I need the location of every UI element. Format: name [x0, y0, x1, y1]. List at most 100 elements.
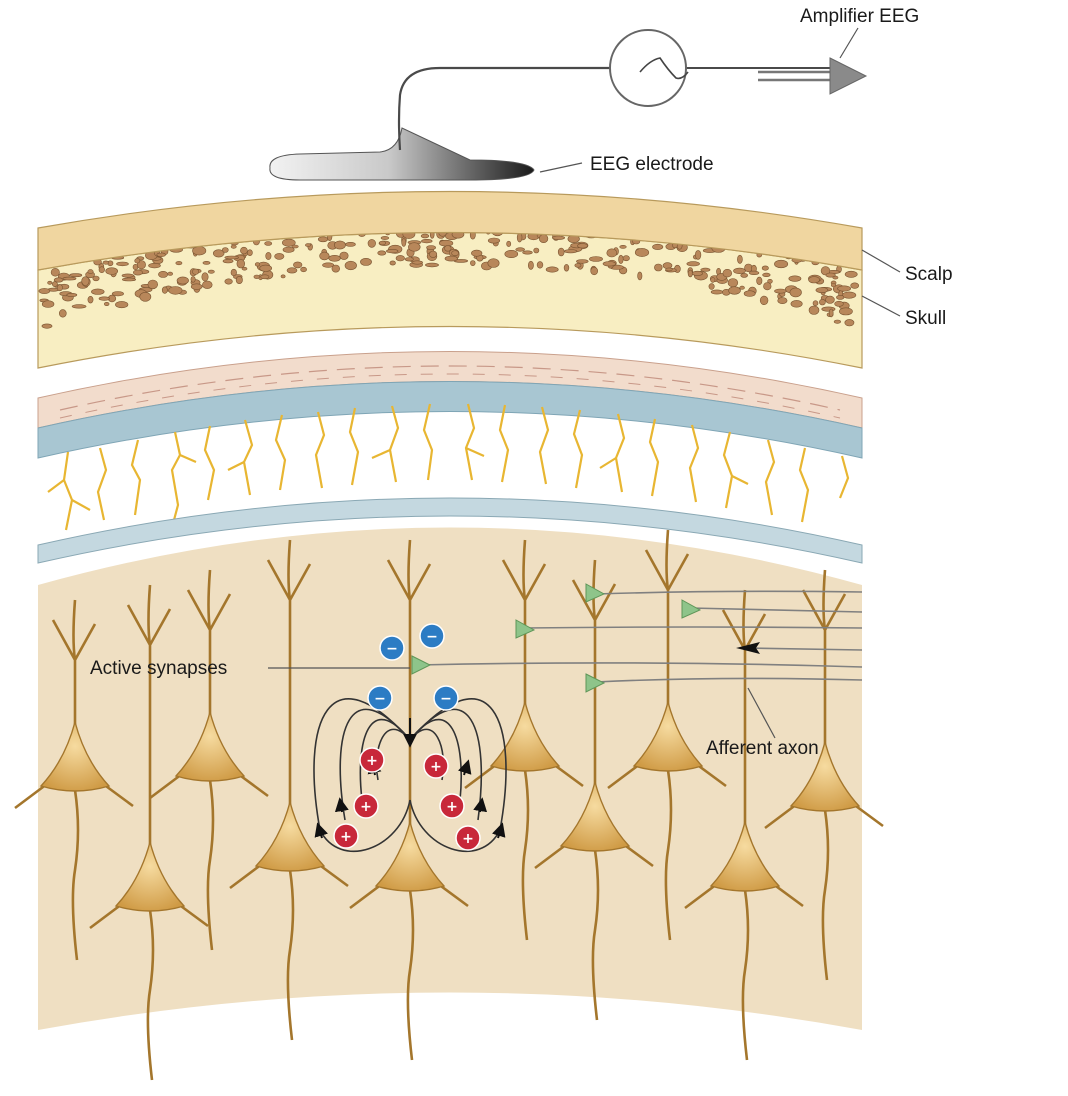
svg-text:+: +	[340, 829, 352, 845]
bone-speck	[777, 297, 788, 304]
bone-speck	[121, 273, 134, 278]
bone-speck	[253, 274, 260, 279]
bone-speck	[833, 319, 842, 324]
bone-speck	[828, 308, 834, 318]
bone-speck	[471, 249, 483, 257]
bone-speck	[190, 283, 203, 290]
bone-speck	[825, 295, 835, 304]
bone-speck	[830, 283, 836, 288]
bone-speck	[291, 244, 299, 249]
bone-speck	[360, 257, 372, 266]
bone-speck	[344, 260, 357, 271]
bone-speck	[564, 249, 578, 254]
bone-speck	[739, 285, 745, 290]
bone-speck	[395, 255, 405, 262]
bone-speck	[836, 294, 845, 300]
bone-speck	[538, 234, 549, 243]
bone-speck	[516, 232, 523, 243]
bone-speck	[168, 286, 183, 295]
bone-speck	[762, 272, 771, 278]
current-field-lines	[313, 698, 507, 853]
bone-speck	[652, 243, 664, 250]
arachnoid-layer	[37, 381, 863, 459]
negative-charge: −	[379, 635, 405, 661]
bone-speck	[339, 251, 349, 260]
bone-speck	[47, 280, 53, 285]
blood-vessels	[47, 403, 850, 531]
bone-speck	[115, 301, 129, 309]
bone-speck	[637, 271, 643, 281]
bone-speck	[815, 287, 829, 293]
bone-speck	[132, 269, 143, 276]
bone-speck	[230, 268, 237, 277]
positive-charge: +	[439, 793, 465, 819]
bone-speck	[167, 271, 173, 276]
bone-speck	[224, 278, 233, 285]
bone-speck	[808, 305, 820, 315]
bone-speck	[839, 307, 853, 316]
bone-speck	[528, 260, 534, 270]
pyramidal-neuron	[89, 584, 209, 1081]
eeg-electrode[interactable]	[269, 127, 535, 181]
bone-speck	[139, 291, 152, 302]
bone-speck	[426, 245, 436, 250]
bone-speck	[710, 277, 716, 283]
bone-speck	[201, 272, 209, 282]
bone-speck	[98, 296, 110, 301]
bone-speck	[429, 250, 438, 258]
bone-speck	[161, 286, 168, 294]
scalp-layer	[37, 190, 863, 271]
scalp-label: Scalp	[905, 264, 953, 285]
bone-speck	[665, 267, 673, 272]
bone-speck	[763, 282, 772, 291]
bone-speck	[240, 246, 248, 255]
bone-speck	[619, 244, 627, 249]
bone-speck	[134, 258, 141, 264]
bone-speck	[710, 289, 724, 295]
bone-speck	[808, 276, 820, 284]
bone-speck	[825, 272, 836, 278]
bone-speck	[41, 300, 55, 308]
svg-text:−: −	[386, 641, 398, 657]
bone-speck	[207, 269, 215, 274]
bone-speck	[774, 288, 787, 294]
bone-speck	[41, 323, 53, 329]
axon-direction-arrow	[736, 642, 760, 654]
bone-speck	[81, 276, 90, 286]
bone-speck	[589, 256, 603, 262]
bone-speck	[386, 249, 399, 254]
bone-speck	[58, 309, 67, 318]
bone-speck	[694, 250, 702, 260]
negative-charge: −	[433, 685, 459, 711]
bone-speck	[265, 252, 272, 260]
bone-speck	[743, 290, 756, 297]
bone-speck	[425, 262, 439, 268]
bone-speck	[420, 233, 430, 239]
bone-speck	[305, 243, 311, 247]
bone-speck	[727, 278, 739, 288]
pyramidal-neuron	[349, 539, 469, 1061]
amplifier-output-arrow	[758, 57, 868, 95]
amplifier-symbol[interactable]	[609, 29, 689, 107]
bone-speck	[774, 259, 789, 269]
pyramidal-neuron	[464, 539, 584, 941]
bone-speck	[686, 261, 700, 267]
bone-speck	[87, 269, 94, 274]
bone-speck	[834, 300, 844, 307]
bone-speck	[574, 263, 582, 268]
negative-charge: −	[367, 685, 393, 711]
bone-speck	[230, 244, 237, 249]
bone-speck	[602, 261, 617, 267]
bone-speck	[444, 255, 458, 262]
bone-speck	[700, 267, 711, 272]
bone-speck	[367, 239, 376, 248]
bone-speck	[286, 267, 298, 274]
bone-speck	[281, 238, 296, 247]
bone-speck	[202, 280, 213, 289]
electrode-wire	[397, 66, 612, 151]
bone-speck	[557, 247, 565, 257]
bone-speck	[105, 267, 118, 275]
bone-speck	[401, 238, 407, 247]
bone-speck	[62, 276, 77, 281]
